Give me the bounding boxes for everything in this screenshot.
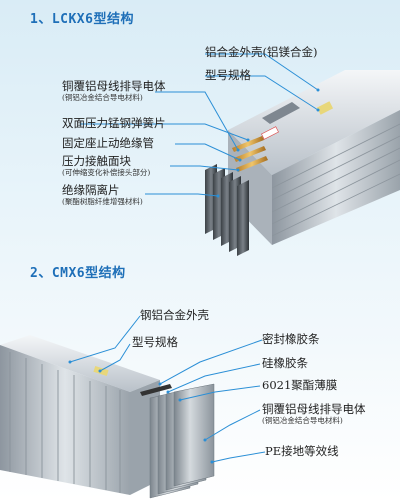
leaders-section2 — [68, 315, 266, 464]
label-contact-sub: (可伸缩变化补偿接头部分) — [62, 168, 151, 177]
lckx6-busway — [205, 70, 400, 256]
label-housing-aluminum: 铝合金外壳(铝镁合金) — [205, 45, 318, 59]
label-seal-rubber: 密封橡胶条 — [262, 332, 320, 346]
label-separator-main: 绝缘隔离片 — [62, 183, 120, 197]
label-contact: 压力接触面块 (可伸缩变化补偿接头部分) — [62, 155, 150, 178]
label-separator: 绝缘隔离片 (聚酯树脂纤维增强材料) — [62, 184, 143, 207]
label-model-spec-1: 型号规格 — [205, 68, 251, 82]
section1-title: 1、LCKX6型结构 — [30, 12, 134, 27]
label-polyester-film: 6021聚酯薄膜 — [262, 378, 338, 392]
label-fixed-seat: 固定座止动绝缘管 — [62, 136, 154, 150]
label-conductor-2: 铜覆铝母线排导电体 (铜铝冶金结合导电材料) — [262, 403, 366, 426]
label-separator-sub: (聚酯树脂纤维增强材料) — [62, 197, 143, 206]
cmx6-busway — [0, 335, 215, 499]
label-conductor-2-main: 铜覆铝母线排导电体 — [262, 402, 366, 416]
label-conductor-1-main: 铜覆铝母线排导电体 — [62, 79, 166, 93]
label-silicone-rubber: 硅橡胶条 — [262, 356, 308, 370]
label-conductor-1-sub: (铜铝冶金结合导电材料) — [62, 93, 143, 102]
label-model-spec-2: 型号规格 — [132, 335, 178, 349]
label-pe-ground: PE接地等效线 — [265, 444, 339, 458]
label-conductor-2-sub: (铜铝冶金结合导电材料) — [262, 416, 343, 425]
label-conductor-1: 铜覆铝母线排导电体 (铜铝冶金结合导电材料) — [62, 80, 166, 103]
label-contact-main: 压力接触面块 — [62, 154, 131, 168]
label-spring: 双面压力锰钢弹簧片 — [62, 116, 166, 130]
leaders-section1 — [80, 53, 320, 198]
label-steel-aluminum-housing: 钢铝合金外壳 — [140, 308, 209, 322]
section2-title: 2、CMX6型结构 — [30, 266, 126, 281]
